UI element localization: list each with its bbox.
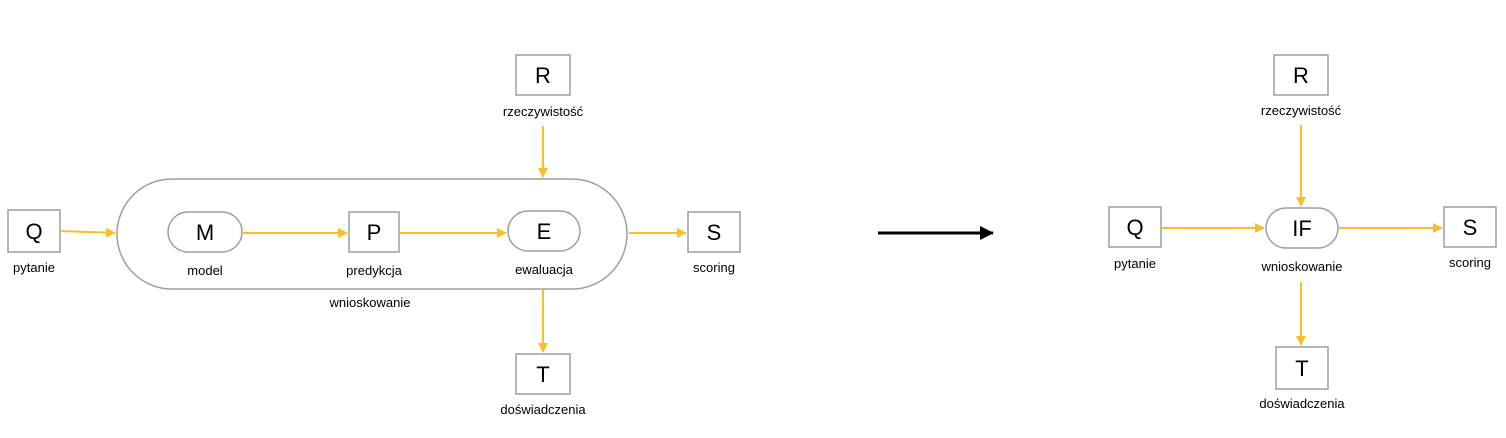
inference-node (1265, 207, 1339, 249)
evaluation-node-caption: ewaluacja (515, 262, 574, 277)
scoring-node-letter: S (1463, 215, 1478, 240)
experience-node-caption: doświadczenia (1259, 396, 1345, 411)
prediction-node-letter: P (367, 220, 382, 245)
question-node-caption: pytanie (13, 260, 55, 275)
question-node-caption: pytanie (1114, 256, 1156, 271)
scoring-node-letter: S (707, 220, 722, 245)
reality-node (1273, 54, 1329, 96)
right-diagram: R rzeczywistość Q pytanie IF wnioskowani… (1108, 54, 1497, 411)
inference-node-caption: wnioskowanie (1261, 259, 1343, 274)
experience-node (515, 353, 571, 395)
left-diagram: wnioskowanie Q pytanie M model P predykc… (7, 54, 741, 417)
model-node (167, 211, 243, 253)
scoring-node-caption: scoring (693, 260, 735, 275)
inference-node-letter: IF (1292, 216, 1312, 241)
inference-group-container (116, 178, 628, 290)
model-node-caption: model (187, 263, 223, 278)
reality-node-letter: R (1293, 63, 1309, 88)
question-node (1108, 206, 1162, 248)
evaluation-node (507, 210, 581, 252)
prediction-node (348, 211, 400, 253)
arrow-question-to-inference (60, 227, 116, 238)
model-node-letter: M (196, 220, 214, 245)
experience-node-letter: T (1295, 356, 1308, 381)
reality-node-caption: rzeczywistość (503, 104, 584, 119)
scoring-node-caption: scoring (1449, 255, 1491, 270)
reality-node-letter: R (535, 63, 551, 88)
prediction-node-caption: predykcja (346, 263, 402, 278)
experience-node-caption: doświadczenia (500, 402, 586, 417)
experience-node (1275, 346, 1329, 390)
scoring-node (1443, 206, 1497, 248)
inference-group-caption: wnioskowanie (329, 295, 411, 310)
question-node-letter: Q (25, 219, 42, 244)
scoring-node (687, 211, 741, 253)
evaluation-node-letter: E (537, 219, 552, 244)
question-node-letter: Q (1126, 215, 1143, 240)
experience-node-letter: T (536, 362, 549, 387)
question-node (7, 209, 61, 253)
reality-node-caption: rzeczywistość (1261, 103, 1342, 118)
reality-node (515, 54, 571, 96)
